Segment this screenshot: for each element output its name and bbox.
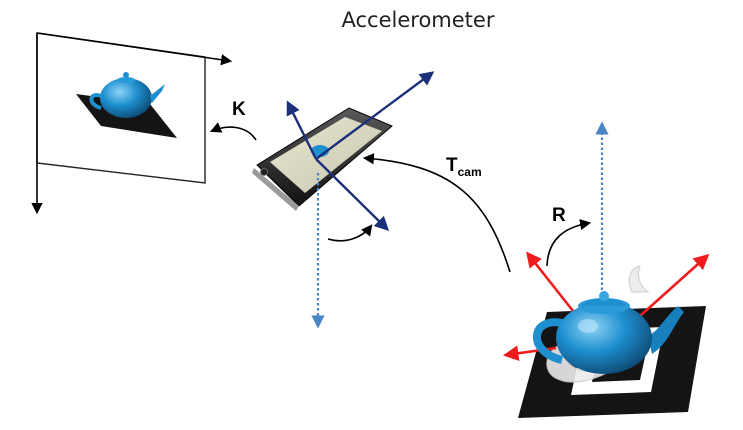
- phone-tilt-arrow: [327, 224, 373, 242]
- marker-axis-a: [526, 251, 579, 317]
- camera-pose-label: Tcam: [446, 155, 482, 179]
- teapot-icon: [532, 291, 684, 374]
- camera-pose-subscript: cam: [458, 165, 482, 179]
- projected-teapot-icon: [89, 72, 165, 118]
- rotation-arrow: [546, 219, 592, 267]
- marker-axis-b: [639, 253, 710, 317]
- phone-axes: [286, 71, 435, 232]
- rotation-label: R: [552, 205, 566, 226]
- intrinsics-arrow: [209, 122, 257, 141]
- camera-pose-symbol: T: [446, 155, 458, 176]
- phone-home-button: [260, 168, 268, 176]
- diagram-title: Accelerometer: [342, 8, 495, 32]
- smartphone: [252, 107, 393, 211]
- intrinsics-label: K: [232, 99, 246, 120]
- image-plane: [31, 32, 233, 215]
- phone-axis-z: [315, 158, 390, 232]
- image-x-axis: [36, 32, 233, 66]
- camera-pose-arrow: [362, 153, 511, 273]
- phone-axis-y: [286, 100, 318, 160]
- phone-axis-x: [315, 71, 435, 160]
